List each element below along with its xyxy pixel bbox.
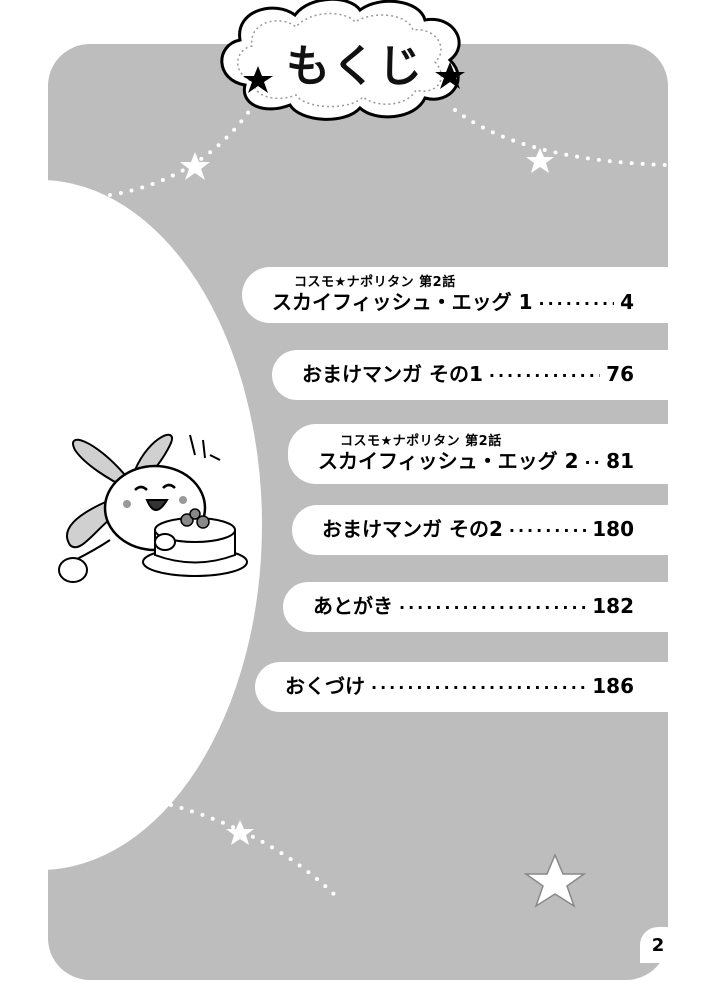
star-icon [180, 152, 210, 180]
toc-title: スカイフィッシュ・エッグ 2 [318, 448, 579, 473]
toc-page-number: 182 [592, 594, 634, 618]
dotted-arc-top-right [453, 108, 667, 167]
toc-entry-5[interactable]: あとがき ···································… [283, 582, 668, 632]
toc-series-label: コスモ★ナポリタン 第2話 [294, 274, 456, 290]
dotted-arc-bottom [126, 793, 342, 902]
toc-entry-4[interactable]: おまけマンガ その2 ·····························… [292, 505, 668, 555]
white-arc [48, 180, 262, 870]
toc-title: おくづけ [285, 674, 365, 698]
page-number: 2 [640, 927, 676, 963]
toc-series-label: コスモ★ナポリタン 第2話 [340, 433, 502, 449]
toc-entry-2[interactable]: おまけマンガ その1 ·····························… [272, 350, 668, 400]
bunny-mascot-illustration [58, 433, 248, 583]
heading-cloud [220, 0, 465, 121]
toc-entry-6[interactable]: おくづけ ···································… [255, 662, 668, 712]
star-icon [523, 853, 587, 908]
toc-page-number: 81 [606, 448, 634, 473]
leader-dots: ········································… [508, 521, 586, 540]
star-icon [226, 820, 254, 845]
leader-dots: ········································… [399, 598, 586, 617]
cloud-inner-dots [237, 12, 442, 108]
cloud-shape [220, 0, 461, 121]
toc-title: おまけマンガ その1 [302, 362, 483, 386]
toc-page-number: 76 [606, 362, 634, 386]
toc-title: おまけマンガ その2 [322, 517, 503, 541]
leader-dots: ········································… [371, 678, 587, 697]
toc-entry-1[interactable]: コスモ★ナポリタン 第2話 スカイフィッシュ・エッグ 1 ···········… [242, 267, 668, 323]
toc-page-number: 180 [592, 517, 634, 541]
leader-dots: ········································… [538, 293, 614, 313]
star-icon [435, 62, 465, 89]
toc-title: スカイフィッシュ・エッグ 1 [272, 289, 533, 314]
toc-entry-3[interactable]: コスモ★ナポリタン 第2話 スカイフィッシュ・エッグ 2 ···········… [288, 424, 668, 484]
toc-page-number: 186 [592, 674, 634, 698]
star-icon [526, 148, 554, 173]
star-icon [243, 66, 273, 93]
leader-dots: ········································… [488, 366, 600, 385]
leader-dots: ········································… [584, 452, 600, 472]
toc-title: あとがき [313, 594, 393, 618]
page-title: もくじ [286, 41, 424, 92]
toc-page-number: 4 [620, 289, 634, 314]
dotted-arc-top-left [108, 108, 252, 197]
